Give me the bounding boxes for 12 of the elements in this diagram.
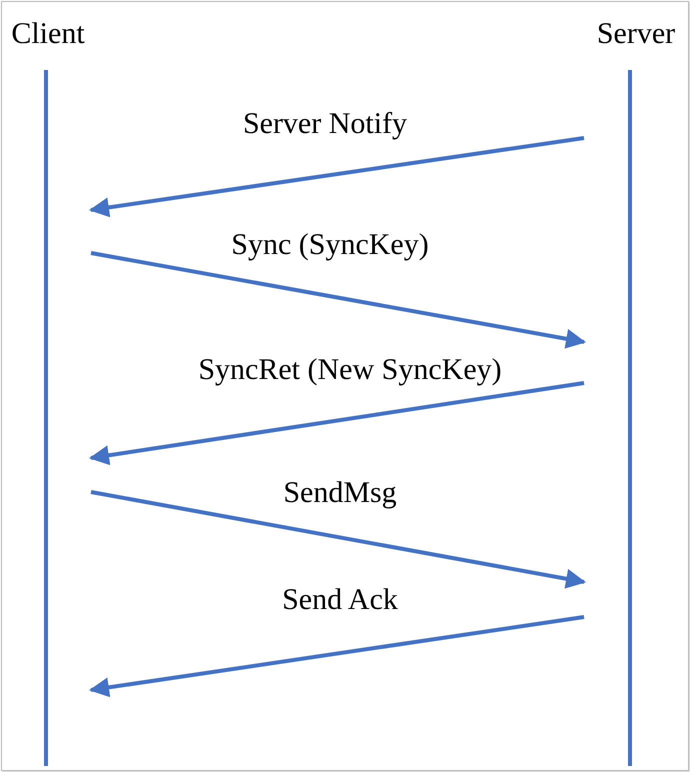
message-arrow <box>89 381 584 466</box>
message-arrow <box>90 490 586 589</box>
message-arrow <box>89 136 584 218</box>
message-label: Server Notify <box>242 106 408 142</box>
message-label: SendMsg <box>283 475 397 511</box>
message-label: SyncRet (New SyncKey) <box>198 352 502 388</box>
message-label: Send Ack <box>282 582 398 618</box>
message-label: Sync (SyncKey) <box>231 227 429 263</box>
participant-label: Client <box>10 16 86 52</box>
participant-label: Server <box>596 16 676 52</box>
message-arrow <box>89 615 584 698</box>
message-arrow <box>90 251 586 349</box>
